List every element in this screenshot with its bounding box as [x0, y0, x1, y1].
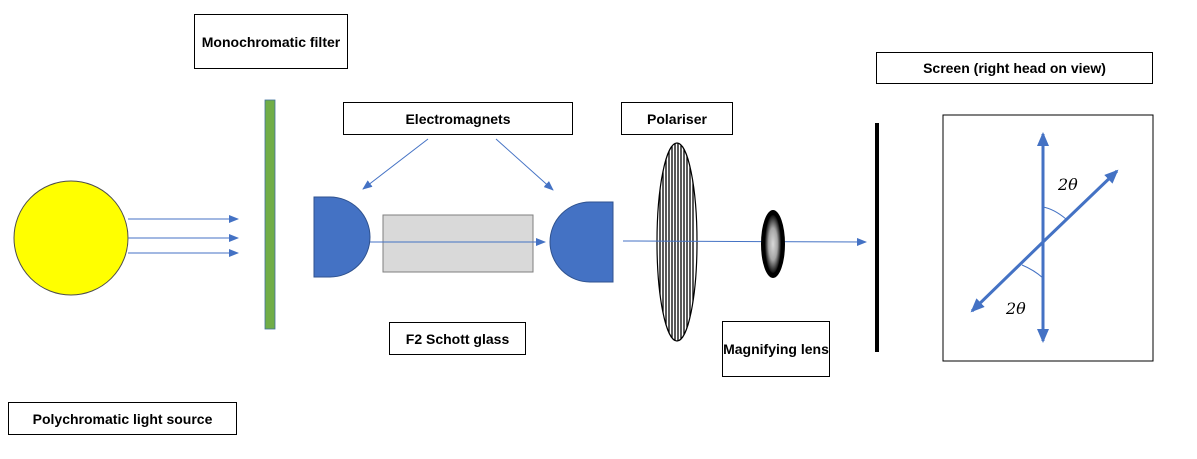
screen-view-label: Screen (right head on view) [876, 52, 1153, 84]
magnifying-lens [761, 210, 785, 278]
light-source-circle [13, 180, 129, 296]
angle-label-upper: 2θ [1057, 175, 1078, 194]
monochromatic-filter-label: Monochromatic filter [194, 14, 348, 69]
polariser-lens [656, 142, 698, 342]
polariser-label: Polariser [621, 102, 733, 135]
electromagnet-left [313, 196, 371, 278]
pointer-right [495, 138, 554, 191]
angle-arc-upper [1042, 206, 1067, 220]
beam-to-screen [622, 237, 867, 246]
incoming-rays [128, 215, 239, 257]
schott-glass-label: F2 Schott glass [389, 322, 526, 355]
electromagnet-pointers [362, 138, 554, 191]
angle-label-lower: 2θ [1005, 299, 1026, 318]
electromagnet-right [549, 201, 614, 283]
electromagnets-label: Electromagnets [343, 102, 573, 135]
schott-glass-block [382, 214, 534, 273]
rotated-axis-arrow-up [1041, 169, 1119, 244]
rotated-axis-arrow-down [970, 240, 1045, 313]
magnifying-lens-label: Magnifying lens [722, 321, 830, 377]
monochromatic-filter-bar [264, 99, 276, 330]
light-source-label: Polychromatic light source [8, 402, 237, 435]
angle-arc-lower [1021, 264, 1044, 279]
pointer-left [362, 138, 429, 190]
